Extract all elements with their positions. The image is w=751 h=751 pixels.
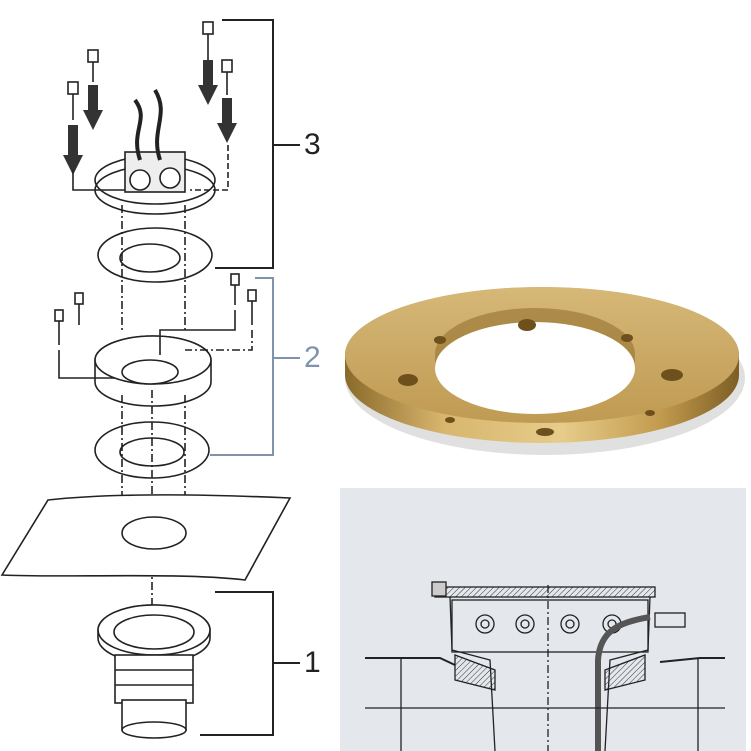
bracket-part3	[215, 19, 300, 269]
bolt-icon	[87, 49, 99, 82]
part-label-1: 1	[304, 646, 321, 679]
bolt-hole-icons	[475, 614, 622, 634]
bolt-icon	[230, 273, 240, 305]
bolt-icon	[54, 309, 64, 345]
arrow-down-icon	[63, 60, 237, 175]
bolt-icon	[74, 292, 84, 325]
bracket-part2	[210, 277, 300, 456]
part3-assembly	[63, 21, 237, 330]
bolt-icon	[67, 81, 79, 120]
part2-assembly	[54, 273, 257, 640]
bolt-icon	[221, 59, 233, 95]
bolt-icon	[202, 21, 214, 60]
technical-cross-section-drawing	[340, 488, 746, 751]
part-label-2: 2	[304, 341, 321, 374]
part1-assembly	[97, 604, 211, 739]
part-label-3: 3	[304, 128, 321, 161]
bolt-icon	[247, 289, 257, 325]
brass-flange-photo	[345, 287, 745, 455]
membrane-sheet	[0, 494, 292, 581]
bracket-part1	[200, 591, 300, 736]
